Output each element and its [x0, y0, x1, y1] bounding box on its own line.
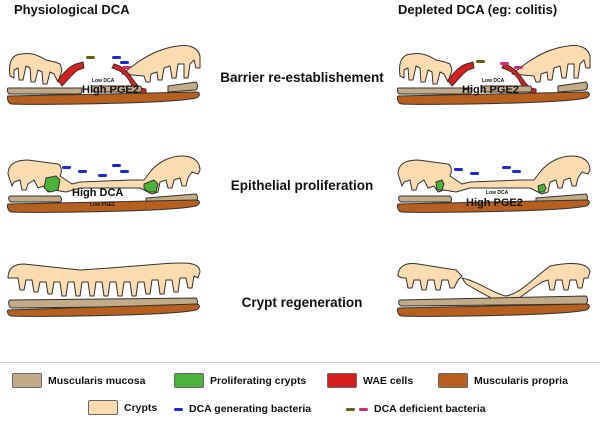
swatch-crypts	[88, 400, 118, 415]
label-low-dca: Low DCA	[482, 78, 505, 84]
bacteria-dca-generating	[112, 56, 129, 64]
panel-regeneration-physiological	[7, 262, 201, 317]
legend-crypts: Crypts	[88, 400, 157, 415]
stage-label-proliferation: Epithelial proliferation	[230, 178, 374, 193]
legend-proliferating-crypts: Proliferating crypts	[174, 373, 306, 388]
muscularis-propria	[7, 199, 200, 213]
dca-generating-bacteria-icon	[174, 407, 183, 411]
muscularis-propria	[397, 91, 590, 105]
proliferating-crypts-left	[435, 179, 445, 191]
header-depleted-dca: Depleted DCA (eg: colitis)	[398, 2, 558, 17]
swatch-muscularis-mucosa	[12, 373, 42, 388]
wae-cells-left	[447, 61, 475, 87]
bacteria-dca-generating	[62, 164, 129, 177]
muscularis-mucosa	[6, 81, 198, 95]
bacteria-dca-deficient	[476, 60, 523, 69]
crypts-left	[9, 53, 63, 85]
crypts	[7, 262, 201, 297]
proliferating-crypts-right	[143, 179, 159, 193]
panel-barrier-depleted: Low DCA High PGE2	[396, 45, 591, 105]
dca-deficient-bacteria-icon	[346, 407, 368, 411]
proliferating-crypts-right	[537, 183, 547, 193]
bacteria-dca-generating	[454, 166, 521, 175]
label-low-pge2: Low PGE2	[90, 202, 115, 208]
legend-muscularis-mucosa: Muscularis mucosa	[12, 373, 145, 388]
legend-label: Muscularis mucosa	[48, 374, 146, 387]
panel-proliferation-physiological: High DCA Low PGE2	[7, 155, 201, 213]
panel-barrier-physiological: Low DCA High PGE2	[6, 45, 201, 105]
label-low-dca: Low DCA	[486, 190, 509, 196]
swatch-wae-cells	[327, 373, 357, 388]
crypts-right	[511, 45, 591, 83]
muscularis-propria	[7, 303, 200, 317]
legend-label: DCA deficient bacteria	[374, 403, 486, 415]
legend-label: DCA generating bacteria	[189, 403, 312, 415]
muscularis-propria	[397, 199, 590, 213]
legend-separator	[0, 362, 600, 363]
legend-label: Muscularis propria	[474, 374, 568, 387]
crypts-right	[121, 45, 201, 83]
legend-dca-deficient-bacteria: DCA deficient bacteria	[346, 403, 486, 415]
legend-label: Crypts	[124, 401, 158, 414]
legend-dca-generating-bacteria: DCA generating bacteria	[174, 403, 311, 415]
legend-muscularis-propria: Muscularis propria	[438, 373, 568, 388]
label-low-dca: Low DCA	[92, 78, 115, 84]
muscularis-propria	[7, 91, 200, 105]
proliferating-crypts-left	[43, 175, 61, 193]
wae-cells-left	[57, 61, 85, 87]
legend-label: WAE cells	[363, 374, 414, 387]
header-physiological-dca: Physiological DCA	[14, 2, 130, 17]
stage-label-barrier: Barrier re-establishement	[220, 70, 384, 85]
label-high-dca: High DCA	[72, 187, 123, 199]
panel-proliferation-depleted: Low DCA High PGE2	[397, 155, 591, 213]
swatch-proliferating-crypts	[174, 373, 204, 388]
label-high-pge2: High PGE2	[82, 84, 139, 96]
swatch-muscularis-propria	[438, 373, 468, 388]
legend-wae-cells: WAE cells	[327, 373, 413, 388]
label-high-pge2: High PGE2	[466, 197, 523, 209]
muscularis-mucosa	[396, 81, 588, 95]
crypts-left	[399, 53, 453, 85]
legend-label: Proliferating crypts	[210, 374, 307, 387]
panel-regeneration-depleted	[397, 263, 591, 317]
label-high-pge2: High PGE2	[462, 84, 519, 96]
muscularis-propria	[397, 303, 590, 317]
bacteria-dca-deficient	[86, 56, 131, 69]
crypts-left	[397, 155, 591, 195]
stage-label-regeneration: Crypt regeneration	[241, 295, 363, 310]
